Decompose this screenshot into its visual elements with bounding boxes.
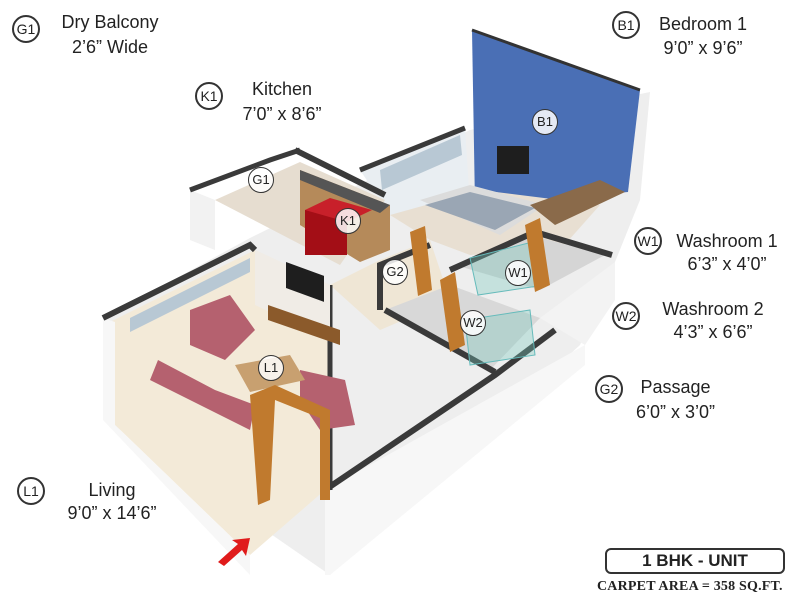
legend-name-dry-balcony: Dry Balcony xyxy=(61,12,159,32)
legend-name-bedroom: Bedroom 1 xyxy=(658,14,748,34)
legend-badge-g2: G2 xyxy=(595,375,623,403)
legend-name-washroom2: Washroom 2 xyxy=(662,299,764,319)
legend-name-living: Living xyxy=(88,480,136,500)
bedroom-door xyxy=(410,226,432,296)
legend-badge-w1: W1 xyxy=(634,227,662,255)
sofa-main xyxy=(150,360,255,430)
legend-size-dry-balcony: 2’6” Wide xyxy=(71,37,149,57)
plan-badge-b1: B1 xyxy=(532,109,558,135)
tv-bedroom xyxy=(497,146,529,174)
plan-badge-l1: L1 xyxy=(258,355,284,381)
legend-size-washroom1: 6’3” x 4’0” xyxy=(687,254,767,274)
plan-badge-w2: W2 xyxy=(460,310,486,336)
plan-badge-k1: K1 xyxy=(335,208,361,234)
plan-badge-w1: W1 xyxy=(505,260,531,286)
tv-living xyxy=(286,262,324,302)
legend-badge-w2: W2 xyxy=(612,302,640,330)
legend-name-washroom1: Washroom 1 xyxy=(676,231,778,251)
entry-arrow-icon xyxy=(218,538,250,566)
legend-size-kitchen: 7’0” x 8’6” xyxy=(242,104,322,124)
plan-badge-g1: G1 xyxy=(248,167,274,193)
legend-badge-k1: K1 xyxy=(195,82,223,110)
legend-name-kitchen: Kitchen xyxy=(251,79,313,99)
unit-type-label: 1 BHK - UNIT xyxy=(605,548,785,574)
legend-badge-l1: L1 xyxy=(17,477,45,505)
washroom1-floor xyxy=(455,235,605,290)
armchair-left xyxy=(190,295,255,360)
wardrobe xyxy=(530,180,625,225)
legend-name-passage: Passage xyxy=(640,377,711,397)
legend-badge-b1: B1 xyxy=(612,11,640,39)
washroom1-door xyxy=(525,218,550,292)
legend-size-bedroom: 9’0” x 9’6” xyxy=(663,38,743,58)
legend-size-living: 9’0” x 14’6” xyxy=(67,503,157,523)
plan-badge-g2: G2 xyxy=(382,259,408,285)
legend-badge-g1: G1 xyxy=(12,15,40,43)
washroom2-door xyxy=(440,272,465,352)
tv-unit xyxy=(268,305,340,345)
legend-size-washroom2: 4’3” x 6’6” xyxy=(673,322,753,342)
carpet-area-label: CARPET AREA = 358 SQ.FT. xyxy=(597,579,783,594)
legend-size-passage: 6’0” x 3’0” xyxy=(635,402,716,422)
entrance-door-frame xyxy=(250,385,330,505)
